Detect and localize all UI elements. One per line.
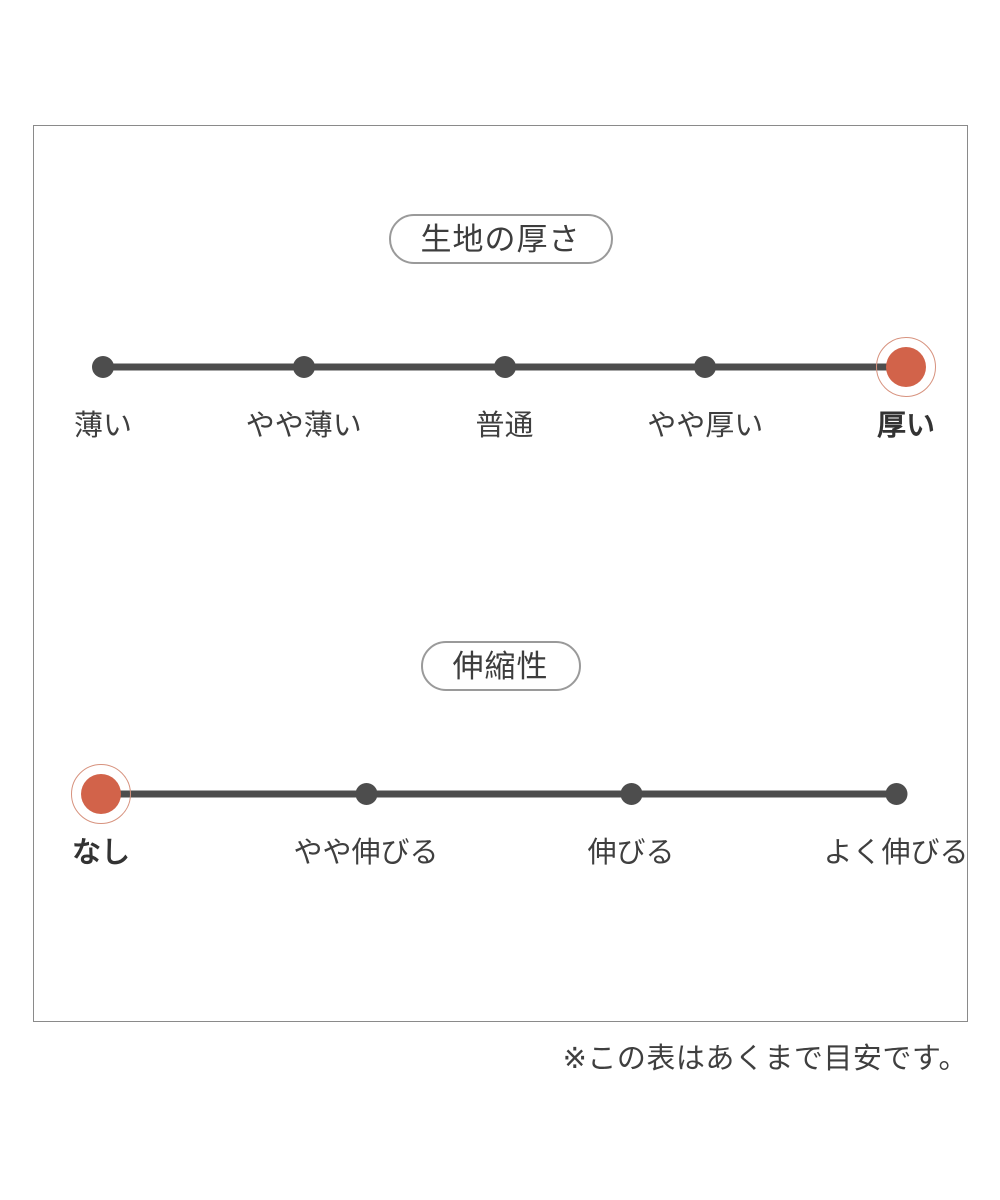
section-fabric-thickness: 生地の厚さ 薄い やや薄い 普通 やや厚い 厚い <box>34 214 967 466</box>
scale-dot-icon <box>600 763 662 825</box>
scale-point-thickness-2[interactable]: 普通 <box>474 336 536 441</box>
spec-panel: 生地の厚さ 薄い やや薄い 普通 やや厚い 厚い 伸縮性 なし やや伸びる 伸びる よく伸びる <box>33 125 969 1022</box>
selected-marker-icon <box>875 336 937 398</box>
section-heading-stretchiness: 伸縮性 <box>420 641 581 691</box>
scale-point-label: やや厚い <box>647 410 764 442</box>
scale-point-stretch-3[interactable]: よく伸びる <box>823 763 969 869</box>
scale-point-stretch-0[interactable]: なし <box>70 763 132 868</box>
scale-dot-icon <box>335 763 397 825</box>
dot-icon <box>354 783 377 805</box>
dot-icon <box>493 356 516 378</box>
footnote-disclaimer: ※この表はあくまで目安です。 <box>562 1043 968 1075</box>
dot-icon <box>694 356 717 378</box>
selected-marker-icon <box>70 763 132 825</box>
scale-dot-icon <box>474 336 536 398</box>
scale-point-thickness-3[interactable]: やや厚い <box>647 336 763 441</box>
dot-icon <box>92 356 114 378</box>
scale-point-label: 厚い <box>876 410 935 442</box>
selection-ring-icon <box>876 337 936 397</box>
scale-fabric-thickness: 薄い やや薄い 普通 やや厚い 厚い <box>34 336 967 466</box>
scale-point-label: よく伸びる <box>823 837 969 869</box>
dot-icon <box>292 356 315 378</box>
dot-icon <box>619 783 642 805</box>
scale-stretchiness: なし やや伸びる 伸びる よく伸びる <box>34 763 969 893</box>
scale-point-label: やや薄い <box>245 410 362 442</box>
scale-point-label: 薄い <box>73 410 132 442</box>
scale-dot-icon <box>273 336 335 398</box>
dot-icon <box>884 783 907 805</box>
scale-point-label: 伸びる <box>587 837 675 869</box>
scale-point-label: やや伸びる <box>293 837 439 869</box>
section-stretchiness: 伸縮性 なし やや伸びる 伸びる よく伸びる <box>34 641 969 893</box>
scale-point-thickness-4[interactable]: 厚い <box>875 336 937 441</box>
scale-dot-icon <box>72 336 134 398</box>
scale-dot-icon <box>865 763 927 825</box>
scale-track-stretch <box>101 790 896 798</box>
scale-point-thickness-0[interactable]: 薄い <box>72 336 134 441</box>
scale-point-stretch-2[interactable]: 伸びる <box>587 763 675 869</box>
scale-point-thickness-1[interactable]: やや薄い <box>246 336 362 441</box>
heading-wrap-stretchiness: 伸縮性 <box>34 641 967 691</box>
scale-point-label: 普通 <box>475 410 534 442</box>
scale-point-label: なし <box>71 837 130 869</box>
scale-dot-icon <box>674 336 736 398</box>
selection-ring-icon <box>71 764 131 824</box>
section-heading-fabric-thickness: 生地の厚さ <box>388 214 613 264</box>
heading-wrap-fabric-thickness: 生地の厚さ <box>34 214 967 264</box>
scale-point-stretch-1[interactable]: やや伸びる <box>293 763 439 869</box>
